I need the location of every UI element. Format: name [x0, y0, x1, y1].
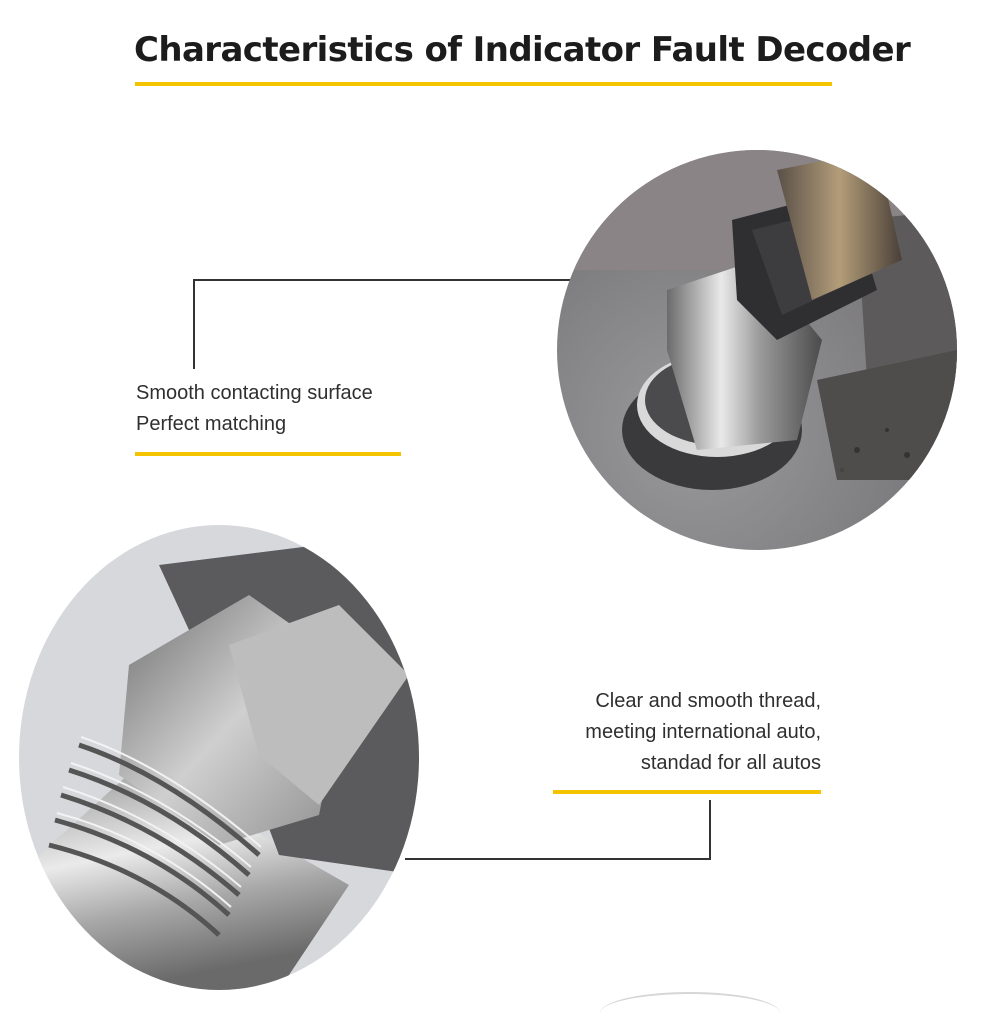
bottom-product-photo — [19, 525, 419, 990]
leader-top-vertical — [193, 279, 195, 369]
feature-bottom-underline — [553, 790, 821, 794]
leader-top-horizontal — [193, 279, 588, 281]
page-title: Characteristics of Indicator Fault Decod… — [134, 30, 911, 70]
feature-bottom-line-1: Clear and smooth thread, — [595, 690, 821, 712]
top-product-photo — [557, 150, 957, 550]
bottom-partial-circle — [600, 992, 780, 1034]
title-underline — [135, 82, 832, 86]
leader-bottom-vertical — [709, 800, 711, 860]
feature-bottom-text: Clear and smooth thread, meeting interna… — [585, 686, 821, 779]
feature-bottom-line-2: meeting international auto, — [585, 721, 821, 743]
feature-top-line-1: Smooth contacting surface — [136, 382, 373, 404]
feature-top-text: Smooth contacting surface Perfect matchi… — [136, 378, 373, 440]
feature-bottom-line-3: standad for all autos — [640, 752, 821, 774]
feature-top-line-2: Perfect matching — [136, 413, 287, 435]
feature-top-underline — [135, 452, 401, 456]
leader-bottom-horizontal — [405, 858, 711, 860]
